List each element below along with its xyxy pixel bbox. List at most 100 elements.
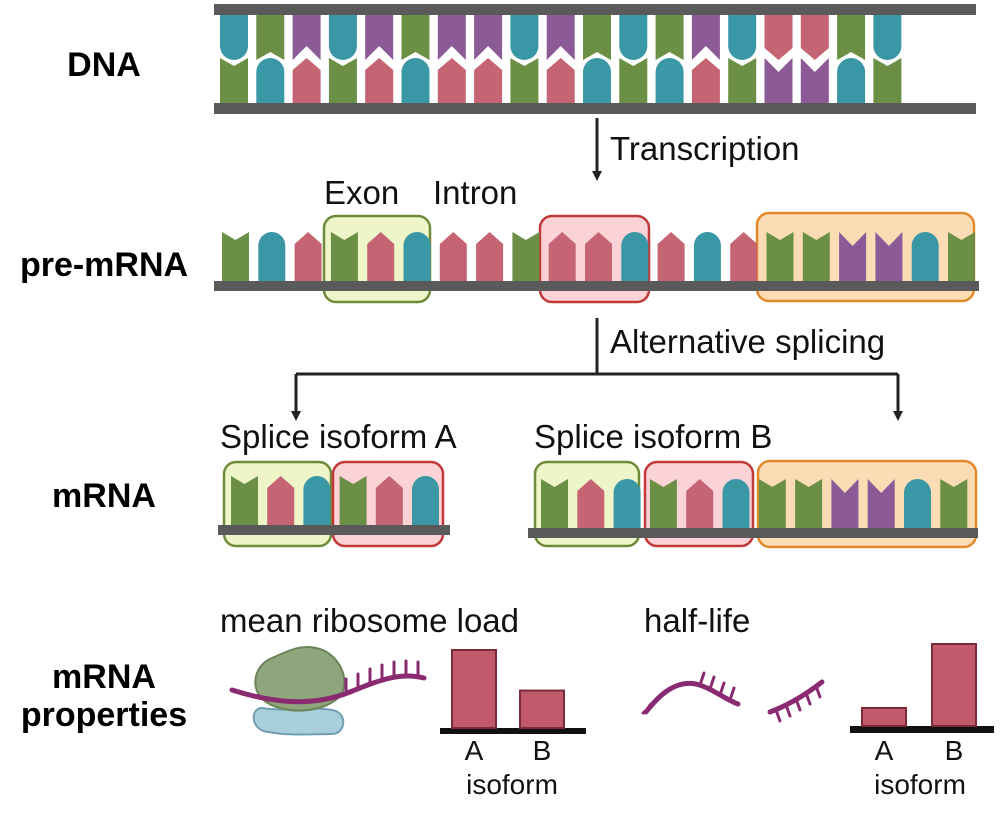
exon-label: Exon	[324, 174, 399, 211]
pre-mrna-base-teal	[911, 231, 939, 281]
dna-top-base-teal	[510, 15, 539, 61]
dna-bottom-base-green	[728, 58, 757, 103]
dna-bottom-base-green	[220, 58, 248, 103]
row-label-mrna: mRNA	[52, 477, 156, 515]
isoform-b-base-pink	[686, 479, 714, 528]
dna-bottom-base-green	[510, 58, 539, 103]
chart-mrl-bar-a	[451, 649, 497, 729]
pre-mrna-bases	[222, 231, 975, 281]
isoform-b-base-pink	[577, 479, 605, 528]
isoform-a-bases	[231, 476, 439, 525]
short-strand-nucleotide	[774, 708, 782, 723]
pre-mrna-base-pink	[585, 232, 612, 281]
dna-top-base-green	[655, 15, 684, 60]
mrna-strand-short-line	[767, 679, 825, 715]
dna-top-base-teal	[873, 15, 902, 60]
pre-mrna-base-pink	[657, 232, 685, 281]
dna-top-base-purple	[292, 15, 321, 60]
dna-bottom-base-teal	[837, 58, 866, 103]
dna-bottom-base-teal	[256, 58, 285, 103]
isoform-b-base-teal	[613, 479, 641, 528]
dna-top-base-purple	[474, 15, 503, 60]
chart-half-life: A B isoform	[850, 643, 994, 800]
dna-top-base-pink	[764, 15, 793, 60]
long-strand-nucleotide	[708, 675, 716, 691]
chart-hl-bar-b	[931, 643, 977, 727]
pre-mrna-base-purple	[839, 232, 867, 281]
pre-mrna-base-pink	[367, 232, 395, 281]
isoform-b-base-green	[541, 479, 568, 528]
pre-mrna-base-teal	[621, 231, 649, 281]
row-label-mrna-properties-line2: properties	[21, 696, 187, 734]
isoform-b-base-purple	[867, 479, 895, 528]
dna-bottom-base-purple	[800, 58, 829, 103]
long-strand-nucleotide	[728, 686, 736, 702]
isoform-a-base-green	[231, 476, 258, 525]
intron-label: Intron	[433, 174, 517, 211]
short-strand-nucleotide	[784, 703, 792, 718]
chart-mean-ribosome-load: A B isoform	[440, 649, 586, 800]
isoform-b-backbone	[528, 528, 978, 538]
dna-bottom-base-pink	[437, 58, 466, 103]
pre-mrna-base-teal	[403, 231, 431, 281]
pre-mrna-base-pink	[294, 232, 322, 281]
long-strand-nucleotide	[718, 681, 726, 697]
pre-mrna-base-purple	[875, 232, 903, 281]
chart-hl-xlabel: isoform	[874, 769, 966, 800]
dna-top-base-pink	[800, 15, 829, 60]
isoform-b-base-green	[649, 479, 677, 528]
chart-hl-tick-a: A	[875, 735, 894, 766]
ribosome-small-subunit	[252, 706, 345, 736]
dna-bottom-base-green	[619, 58, 648, 103]
chart-hl-baseline	[850, 726, 994, 733]
isoform-b-base-purple	[831, 479, 859, 528]
dna-top-base-purple	[546, 15, 575, 60]
isoform-a-base-teal	[412, 476, 439, 525]
pre-mrna-base-teal	[693, 231, 721, 281]
dna-top-base-green	[837, 15, 866, 60]
dna-top-base-green	[256, 15, 285, 60]
row-label-pre-mrna: pre-mRNA	[20, 246, 188, 284]
isoform-a-base-green	[339, 476, 367, 525]
dna-bottom-base-pink	[546, 58, 575, 103]
ribosome-icon	[252, 646, 346, 736]
alternative-splicing-label: Alternative splicing	[610, 323, 885, 360]
chart-mrl-tick-b: B	[533, 735, 552, 766]
dna-bottom-base-pink	[365, 58, 394, 103]
chart-mrl-xlabel: isoform	[466, 769, 558, 800]
isoform-a-backbone	[218, 525, 450, 535]
dna-top-base-teal	[220, 15, 248, 60]
dna-bottom-base-purple	[764, 58, 793, 103]
chart-mrl-tick-a: A	[465, 735, 484, 766]
transcription-label: Transcription	[610, 130, 800, 167]
isoform-b-base-green	[795, 479, 823, 528]
dna-top-base-purple	[437, 15, 466, 60]
dna-bottom-backbone	[214, 103, 976, 114]
dna-top-base-green	[401, 15, 430, 60]
row-label-dna: DNA	[67, 46, 141, 84]
dna-bottom-base-pink	[691, 58, 720, 103]
chart-hl-tick-b: B	[945, 735, 964, 766]
half-life-label: half-life	[644, 602, 750, 639]
dna-bottom-base-pink	[292, 58, 321, 103]
mrna-strand-short	[767, 679, 825, 723]
long-strand-nucleotide	[698, 671, 706, 687]
short-strand-nucleotide	[804, 691, 812, 706]
pre-mrna-base-green	[948, 232, 975, 281]
pre-mrna-base-green	[766, 232, 794, 281]
isoform-b-bases	[541, 479, 968, 528]
dna-top-base-purple	[365, 15, 394, 60]
chart-mrl-baseline	[440, 728, 586, 734]
mrna-strand-with-ribosome	[229, 659, 427, 705]
mean-ribosome-load-label: mean ribosome load	[220, 602, 519, 639]
dna-bottom-base-teal	[655, 58, 684, 103]
isoform-a-base-pink	[267, 476, 295, 525]
pre-mrna-base-pink	[439, 232, 467, 281]
long-strand-nucleotide	[648, 697, 659, 707]
isoform-a-label: Splice isoform A	[220, 418, 457, 455]
pre-mrna-base-pink	[476, 232, 504, 281]
dna-top-base-green	[583, 15, 611, 60]
dna-top-base-teal	[619, 15, 648, 60]
